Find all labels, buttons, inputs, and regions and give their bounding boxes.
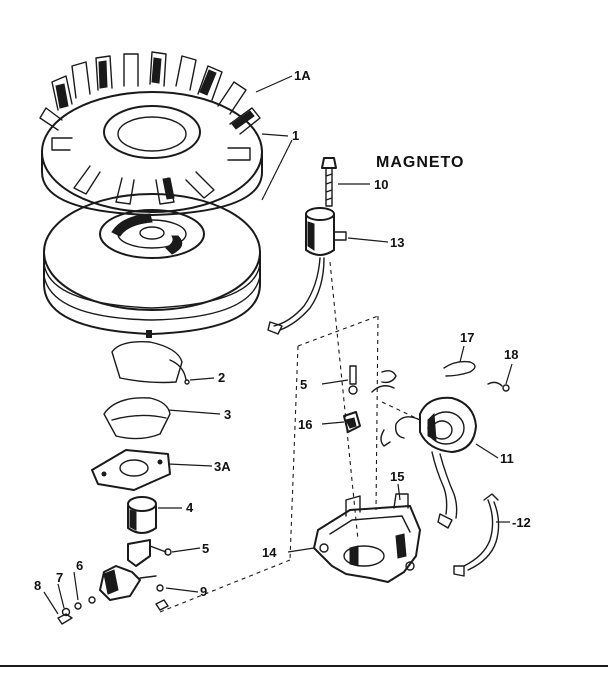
clip-part: [343, 365, 397, 447]
gasket-part: [91, 449, 171, 491]
flywheel-part: [43, 193, 261, 338]
label-16: 16: [298, 417, 312, 432]
label-1A: 1A: [294, 68, 311, 83]
label-3: 3: [224, 407, 231, 422]
label-17: 17: [460, 330, 474, 345]
label-1: 1: [292, 128, 299, 143]
label-7: 7: [56, 570, 63, 585]
label-18: 18: [504, 347, 518, 362]
label-5-upper: 5: [300, 377, 307, 392]
label-3A: 3A: [214, 459, 231, 474]
ignition-coil-part: [394, 396, 477, 529]
label-12: -12: [512, 515, 531, 530]
cover-bracket-part: [111, 341, 190, 385]
label-5-lower: 5: [202, 541, 209, 556]
label-15: 15: [390, 469, 404, 484]
leader-lines: [43, 75, 513, 615]
label-6: 6: [76, 558, 83, 573]
assembly-lines: [159, 261, 417, 613]
label-11: 11: [500, 451, 514, 466]
label-4: 4: [186, 500, 194, 515]
label-14: 14: [262, 545, 277, 560]
diagram-title: MAGNETO: [376, 154, 464, 171]
breaker-assembly-part: [57, 539, 172, 625]
flywheel-fan-part: [39, 51, 263, 216]
bushing-part: [127, 496, 157, 534]
label-10: 10: [374, 177, 388, 192]
armature-bracket-part: [313, 493, 421, 583]
label-8: 8: [34, 578, 41, 593]
ground-wire-part: [453, 493, 500, 577]
spring-clip-part: [443, 360, 510, 392]
label-13: 13: [390, 235, 404, 250]
label-2: 2: [218, 370, 225, 385]
condenser-part: [267, 207, 347, 335]
bolt-part: [321, 157, 337, 207]
cap-part: [103, 397, 171, 440]
label-9: 9: [200, 584, 207, 599]
